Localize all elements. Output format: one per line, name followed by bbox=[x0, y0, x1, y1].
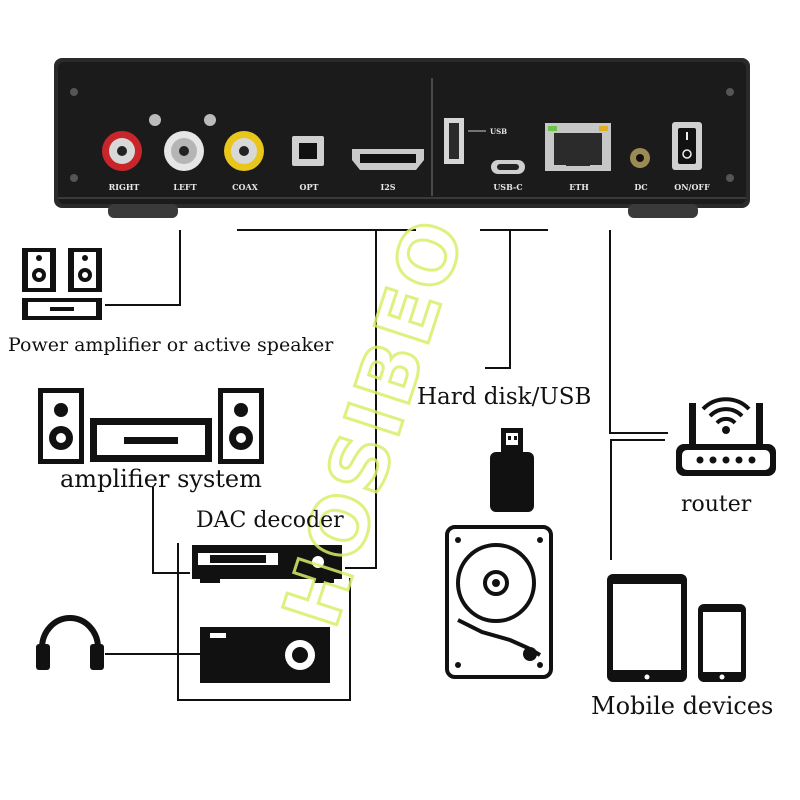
onoff-label: ON/OFF bbox=[674, 182, 710, 192]
rca-right-label: RIGHT bbox=[109, 182, 140, 192]
rca-left-port[interactable] bbox=[164, 131, 204, 171]
screw-icon bbox=[70, 174, 78, 182]
headphones-icon bbox=[36, 615, 104, 670]
device-foot bbox=[628, 204, 698, 218]
i2s-label: I2S bbox=[380, 182, 395, 192]
usb-port[interactable] bbox=[444, 118, 464, 164]
router-label: router bbox=[681, 492, 752, 517]
hard-disk-label: Hard disk/USB bbox=[417, 384, 592, 410]
router-icon bbox=[676, 403, 776, 476]
usb-stick-icon bbox=[490, 428, 534, 512]
rca-right-port[interactable] bbox=[102, 131, 142, 171]
dac-decoder-icon bbox=[192, 545, 342, 583]
device-foot bbox=[108, 204, 178, 218]
ground-screw-icon bbox=[149, 114, 161, 126]
usb-label: USB bbox=[490, 127, 507, 136]
screw-icon bbox=[726, 174, 734, 182]
eth-label: ETH bbox=[569, 182, 589, 192]
i2s-port[interactable] bbox=[352, 149, 424, 170]
usb-c-port[interactable] bbox=[491, 160, 525, 174]
amplifier-system-label: amplifier system bbox=[60, 465, 262, 493]
dac-decoder-label: DAC decoder bbox=[196, 508, 344, 533]
screw-icon bbox=[70, 88, 78, 96]
coax-port[interactable] bbox=[224, 131, 264, 171]
usb-c-label: USB-C bbox=[493, 182, 522, 192]
opt-label: OPT bbox=[300, 182, 319, 192]
connection-lines bbox=[105, 229, 668, 701]
wifi-dot-icon bbox=[722, 426, 730, 434]
amplifier-system-icon bbox=[38, 388, 264, 464]
tablet-icon bbox=[607, 574, 687, 682]
hard-disk-icon bbox=[445, 525, 553, 679]
phone-icon bbox=[698, 604, 746, 682]
active-speaker-icon bbox=[22, 248, 102, 320]
headphone-amp-icon bbox=[200, 627, 330, 683]
ethernet-port[interactable] bbox=[545, 123, 611, 171]
dc-label: DC bbox=[634, 182, 647, 192]
mobile-devices-label: Mobile devices bbox=[591, 692, 774, 720]
screw-icon bbox=[726, 88, 734, 96]
power-switch[interactable] bbox=[672, 122, 702, 170]
ground-screw-icon bbox=[204, 114, 216, 126]
device-rear-panel: RIGHT LEFT COAX OPT I2S bbox=[54, 58, 750, 218]
wifi-icon bbox=[701, 397, 751, 425]
power-amp-label: Power amplifier or active speaker bbox=[8, 334, 334, 356]
dc-power-jack[interactable] bbox=[630, 148, 650, 168]
optical-port[interactable] bbox=[292, 136, 324, 166]
rca-left-label: LEFT bbox=[173, 182, 196, 192]
coax-label: COAX bbox=[232, 182, 259, 192]
